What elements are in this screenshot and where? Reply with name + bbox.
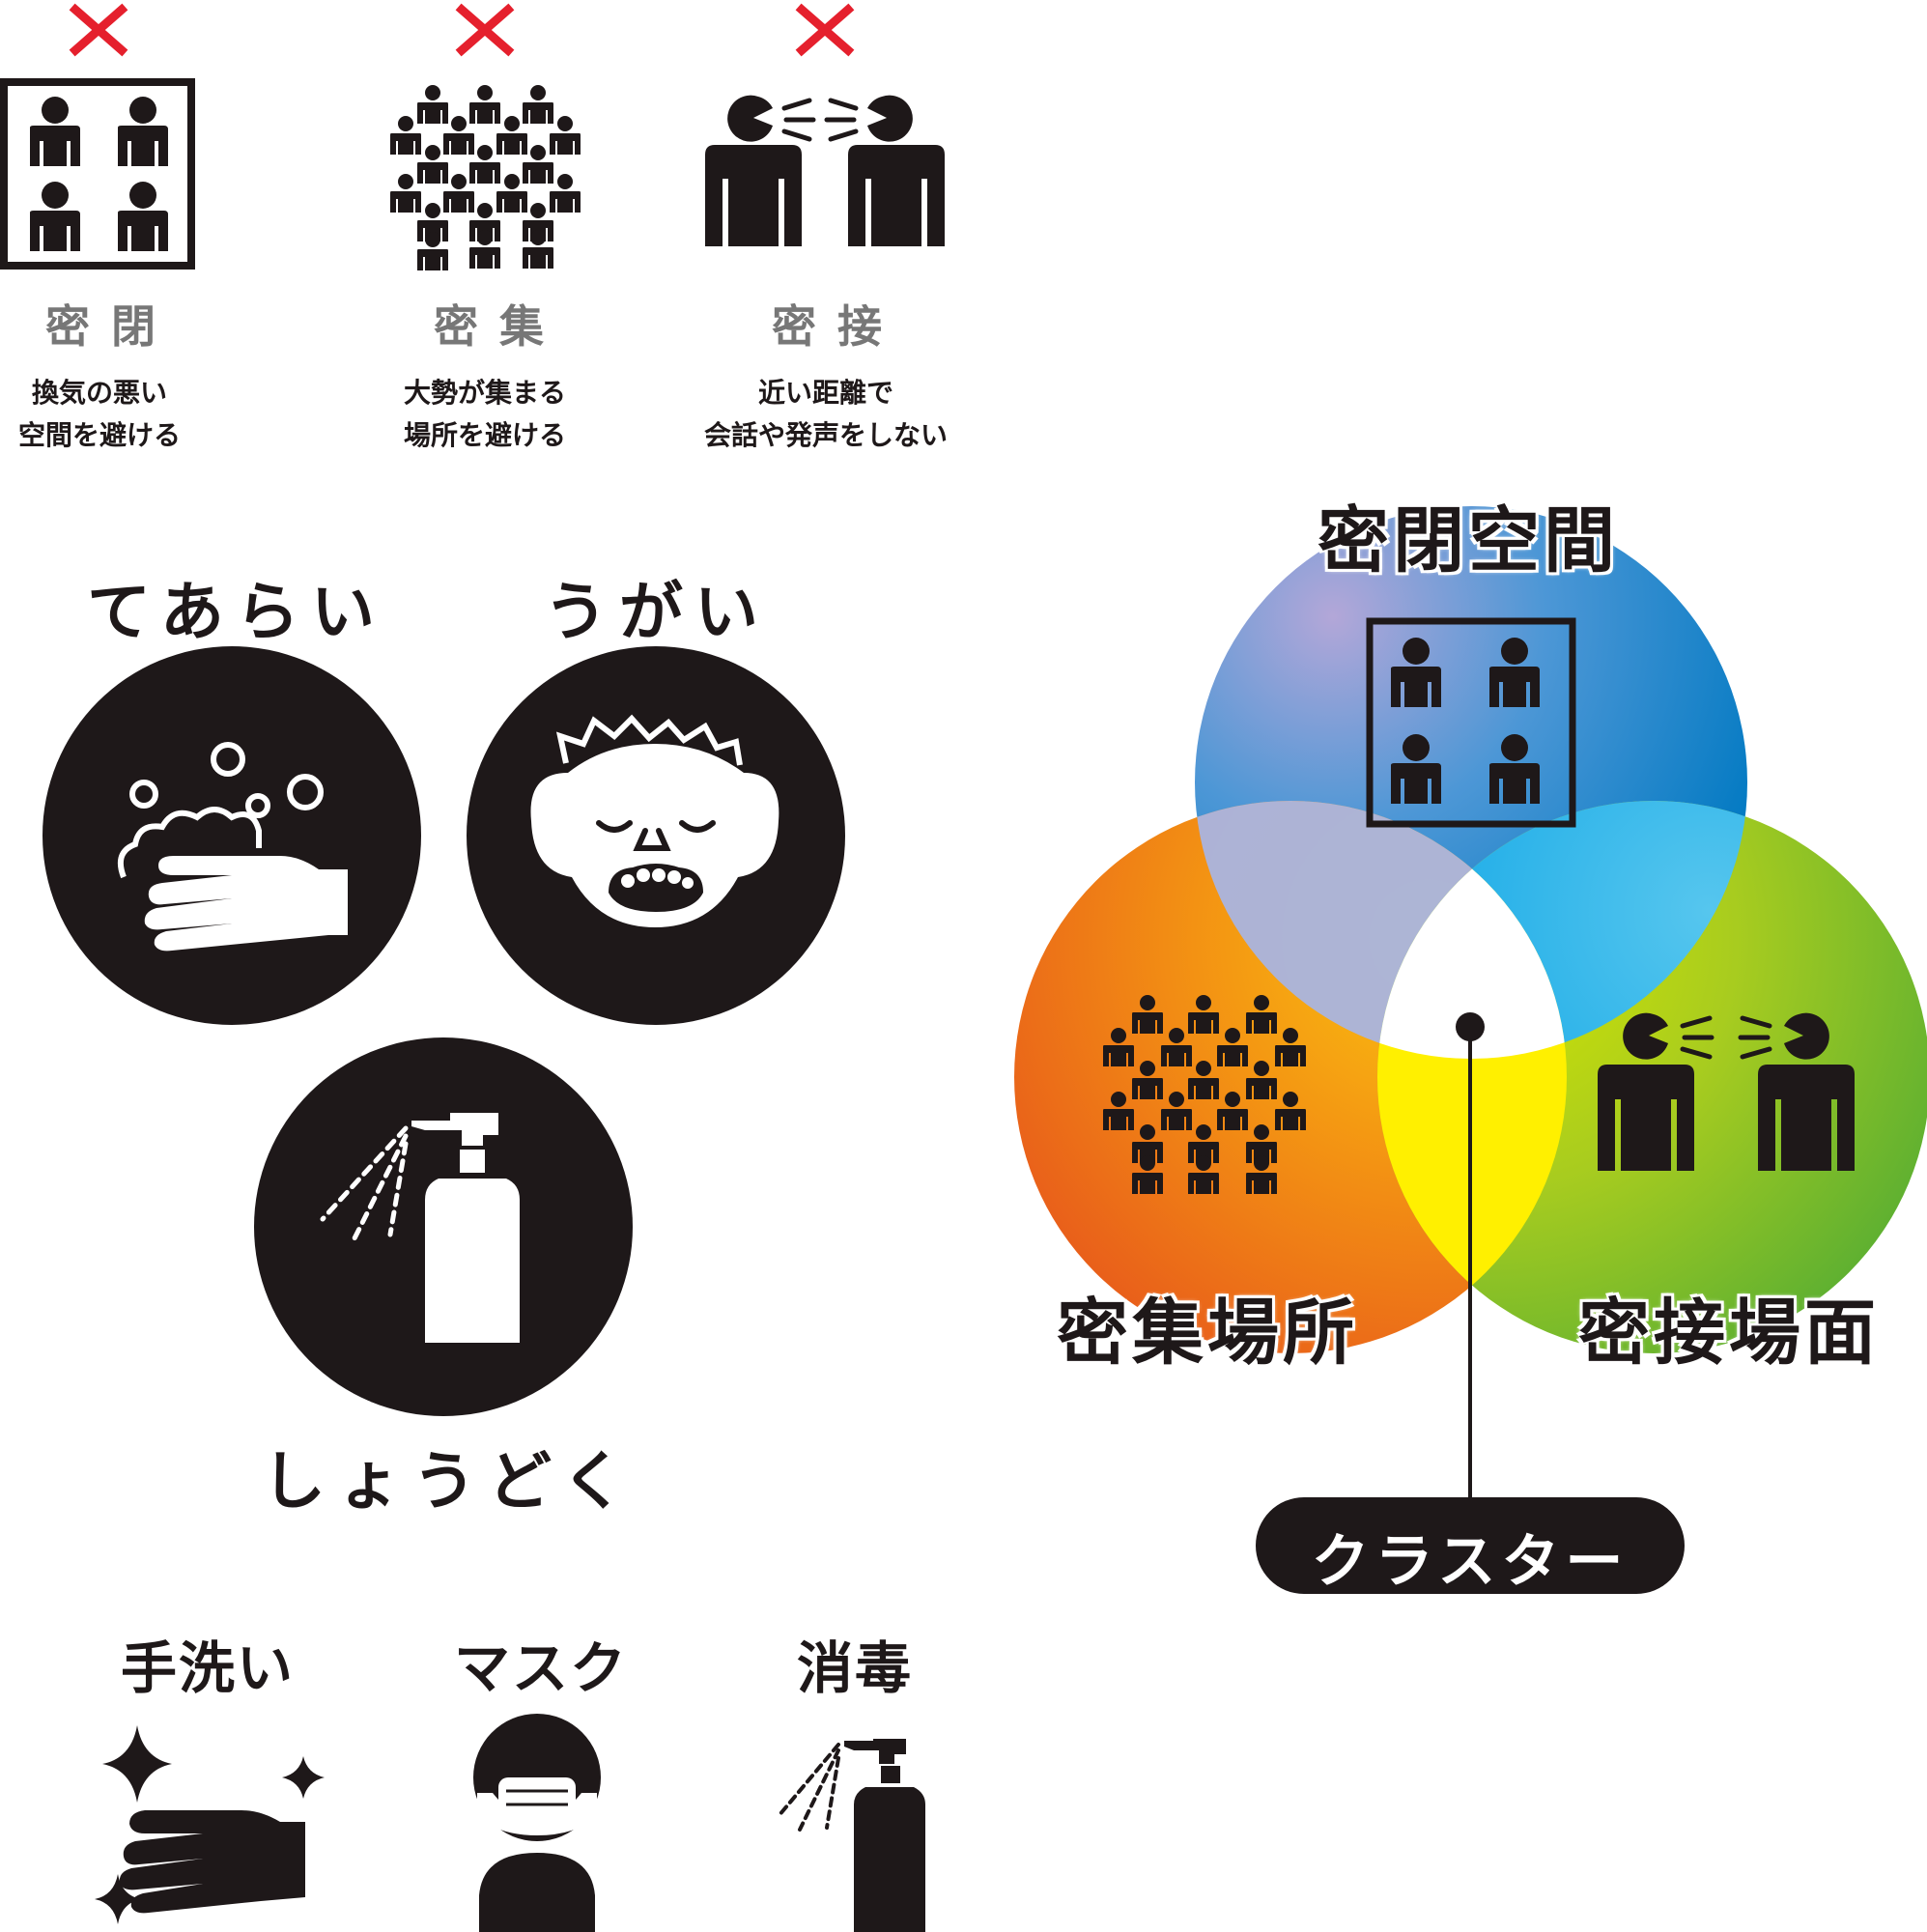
mask-person-icon [473, 1714, 601, 1932]
close-contact-icon [705, 95, 945, 246]
label-ugai: うがい [544, 575, 770, 649]
three-c-caption-closed: 換気の悪い 空間を避ける [0, 372, 199, 457]
label-tearai: てあらい [87, 575, 387, 649]
caption-line: 会話や発声をしない [703, 419, 948, 451]
venn-label-crowded-place: 密集場所 [1057, 1292, 1358, 1375]
caption-line: 空間を避ける [17, 419, 181, 451]
venn-label-closed-space: 密閉空間 [1318, 499, 1619, 582]
cluster-pill [1256, 1497, 1685, 1594]
three-c-title-contact: 密接 [772, 300, 903, 353]
crowd-icon [390, 85, 581, 270]
three-c-title-crowded: 密集 [434, 300, 565, 353]
three-c-title-closed: 密閉 [45, 300, 177, 353]
label-handwash: 手洗い [120, 1635, 295, 1701]
caption-line: 換気の悪い [31, 377, 167, 409]
disinfect-icon [254, 1037, 633, 1416]
label-mask: マスク [453, 1635, 628, 1701]
sparkle-hand-icon [95, 1725, 325, 1924]
venn-contact-icon [1598, 1012, 1855, 1171]
label-shoudoku: しょうどく [261, 1444, 638, 1519]
spray-bottle-icon [777, 1739, 925, 1932]
three-c-caption-crowded: 大勢が集まる 場所を避ける [372, 372, 598, 457]
venn-label-cluster: クラスター [1311, 1528, 1629, 1596]
closed-room-icon [0, 78, 195, 270]
label-disinfect: 消毒 [796, 1635, 913, 1701]
caption-line: 大勢が集まる [403, 377, 566, 409]
cross-mark-icons [69, 3, 855, 57]
venn-room-icon [1366, 617, 1576, 828]
gargling-icon [467, 646, 845, 1025]
caption-line: 近い距離で [757, 377, 893, 409]
venn-label-close-contact: 密接場面 [1578, 1292, 1880, 1375]
three-c-caption-contact: 近い距離で 会話や発声をしない [666, 372, 985, 457]
hand-washing-icon [43, 646, 421, 1025]
caption-line: 場所を避ける [403, 419, 566, 451]
venn-diagram [1014, 506, 1927, 1594]
